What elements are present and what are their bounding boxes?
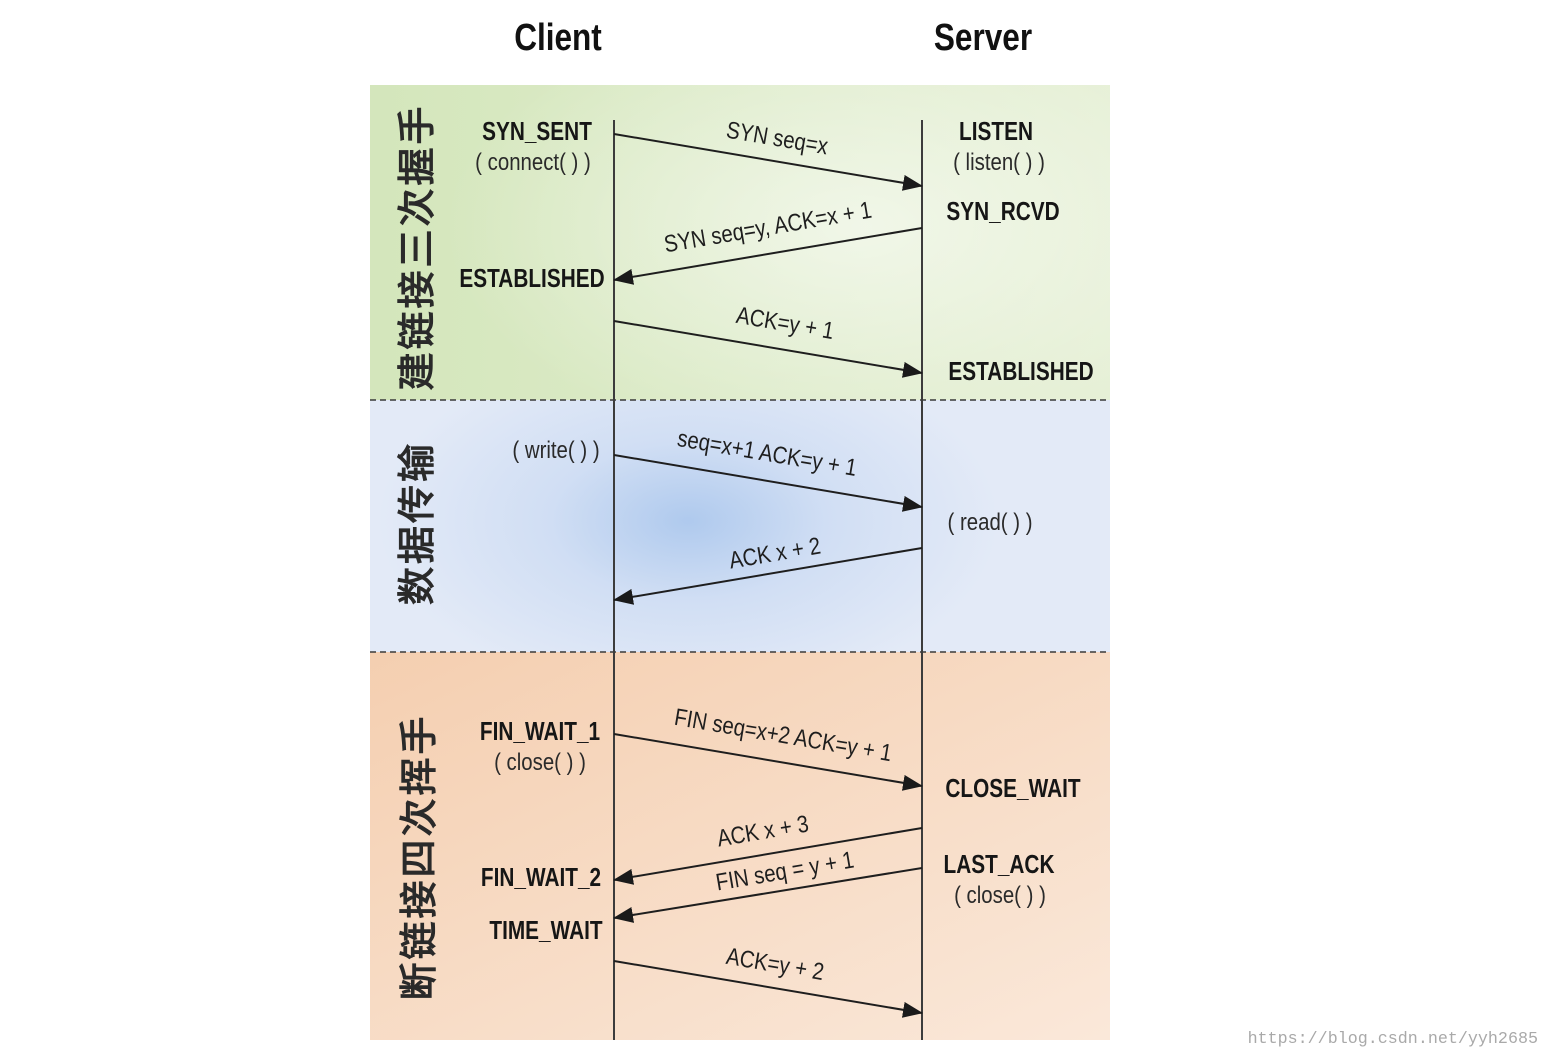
phase-title-handshake: 建链接三次握手	[397, 103, 439, 391]
server-state-syn-rcvd: SYN_RCVD	[946, 196, 1060, 226]
phase-title-teardown: 断链接四次挥手	[399, 713, 441, 1001]
arrow-server-fin	[613, 867, 923, 923]
client-state-established: ESTABLISHED	[459, 263, 605, 293]
client-state-time-wait: TIME_WAIT	[489, 915, 603, 945]
arrow-syn-ack	[613, 227, 923, 285]
server-state-close-wait: CLOSE_WAIT	[945, 773, 1081, 803]
server-call-read: ( read( ) )	[947, 509, 1033, 536]
server-state-established: ESTABLISHED	[948, 356, 1094, 386]
client-state-syn-sent: SYN_SENT	[482, 116, 592, 146]
arrow-data-ack	[613, 547, 923, 605]
server-state-listen: LISTEN	[959, 116, 1033, 146]
server-state-last-ack: LAST_ACK	[943, 849, 1055, 879]
phase-title-transfer: 数据传输	[397, 440, 439, 606]
client-state-fin-wait-1: FIN_WAIT_1	[479, 716, 601, 746]
phase-band-handshake	[370, 85, 1110, 400]
arrow-ack	[613, 320, 923, 378]
server-header: Server	[933, 17, 1033, 59]
client-call-connect: ( connect( ) )	[475, 149, 591, 176]
client-call-close: ( close( ) )	[494, 749, 586, 776]
arrow-final-ack	[613, 960, 923, 1018]
server-call-listen: ( listen( ) )	[953, 149, 1045, 176]
phase-band-teardown	[370, 652, 1110, 1040]
arrow-data	[613, 454, 923, 512]
watermark-url: https://blog.csdn.net/yyh2685	[1247, 1030, 1538, 1049]
client-header: Client	[514, 17, 602, 59]
client-state-fin-wait-2: FIN_WAIT_2	[480, 862, 602, 892]
phase-band-transfer	[370, 400, 1110, 652]
arrow-server-ack	[613, 827, 923, 885]
diagram-panel	[370, 85, 1110, 1040]
server-call-close: ( close( ) )	[954, 882, 1046, 909]
arrow-syn	[613, 133, 923, 191]
client-call-write: ( write( ) )	[512, 437, 600, 464]
arrow-client-fin	[613, 733, 923, 791]
